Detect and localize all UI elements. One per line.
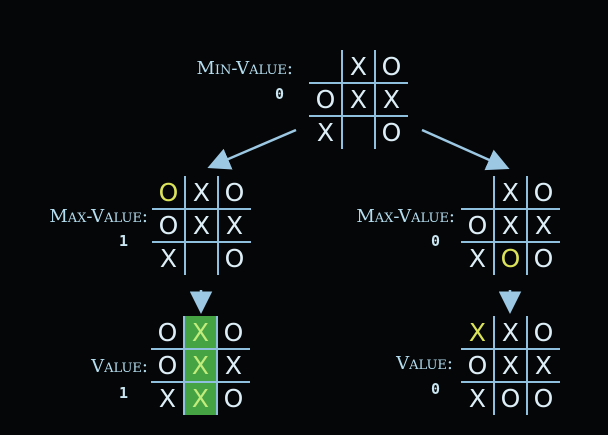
grid-line-horizontal — [152, 241, 251, 243]
root-cell-8: O — [381, 118, 402, 147]
root-cell-0 — [309, 50, 342, 83]
root-cell-2: O — [381, 52, 402, 81]
grid-line-horizontal — [152, 208, 251, 210]
grid-line-vertical — [374, 50, 376, 149]
arrow-root-to-left — [207, 128, 297, 170]
left-leaf-value: 1 — [118, 384, 128, 402]
right-cell-5: X — [534, 211, 553, 240]
root-cell-6: X — [316, 118, 335, 147]
left-leaf-cell-8: O — [223, 384, 244, 413]
left-leaf-cell-5: X — [224, 351, 243, 380]
grid-line-horizontal — [309, 115, 408, 117]
left-cell-0: O — [158, 178, 179, 207]
left-cell-1: X — [192, 178, 211, 207]
right-leaf-cell-5: X — [534, 351, 553, 380]
right-leaf-cell-2: O — [533, 318, 554, 347]
left-cell-3: O — [158, 211, 179, 240]
right-cell-6: X — [468, 244, 487, 273]
right-label: Max-Value: — [356, 206, 455, 227]
left-leaf-cell-3: O — [157, 351, 178, 380]
grid-line-vertical — [493, 176, 495, 275]
grid-line-horizontal — [461, 348, 560, 350]
left-leaf-cell-1: X — [184, 316, 217, 349]
root-cell-1: X — [349, 52, 368, 81]
left-leaf-cell-2: O — [223, 318, 244, 347]
right-leaf-cell-8: O — [533, 384, 554, 413]
right-leaf-value: 0 — [430, 380, 440, 398]
left-cell-4: X — [192, 211, 211, 240]
left-cell-6: X — [159, 244, 178, 273]
grid-line-vertical — [526, 176, 528, 275]
left-label: Max-Value: — [49, 206, 148, 227]
right-cell-2: O — [533, 178, 554, 207]
grid-line-horizontal — [151, 381, 250, 383]
grid-line-horizontal — [461, 208, 560, 210]
right-leaf-cell-4: X — [501, 351, 520, 380]
left-value: 1 — [118, 232, 128, 250]
left-leaf-cell-7: X — [184, 382, 217, 415]
grid-line-vertical — [216, 316, 218, 415]
root-cell-3: O — [315, 85, 336, 114]
grid-line-horizontal — [151, 348, 250, 350]
left-leaf-label: Value: — [91, 356, 148, 377]
root-cell-7 — [342, 116, 375, 149]
right-leaf-cell-6: X — [468, 384, 487, 413]
left-cell-5: X — [225, 211, 244, 240]
root-label: Min-Value: — [196, 58, 293, 79]
left-cell-2: O — [224, 178, 245, 207]
right-leaf-cell-3: O — [467, 351, 488, 380]
arrow-root-to-right — [421, 128, 510, 171]
left-leaf-cell-0: O — [157, 318, 178, 347]
right-cell-8: O — [533, 244, 554, 273]
left-leaf-cell-4: X — [184, 349, 217, 382]
grid-line-vertical — [183, 316, 185, 415]
right-leaf-cell-7: O — [500, 384, 521, 413]
right-cell-3: O — [467, 211, 488, 240]
right-leaf-label: Value: — [396, 353, 453, 374]
grid-line-vertical — [184, 176, 186, 275]
root-cell-5: X — [382, 85, 401, 114]
left-leaf-cell-6: X — [158, 384, 177, 413]
right-leaf-cell-0: X — [468, 318, 487, 347]
grid-line-vertical — [217, 176, 219, 275]
root-value: 0 — [274, 85, 284, 103]
right-leaf-cell-1: X — [501, 318, 520, 347]
grid-line-horizontal — [461, 241, 560, 243]
root-cell-4: X — [349, 85, 368, 114]
right-cell-4: X — [501, 211, 520, 240]
grid-line-vertical — [493, 316, 495, 415]
right-cell-1: X — [501, 178, 520, 207]
right-cell-0 — [461, 176, 494, 209]
grid-line-vertical — [526, 316, 528, 415]
grid-line-vertical — [341, 50, 343, 149]
grid-line-horizontal — [461, 381, 560, 383]
grid-line-horizontal — [309, 82, 408, 84]
right-cell-7: O — [500, 244, 521, 273]
left-cell-7 — [185, 242, 218, 275]
left-cell-8: O — [224, 244, 245, 273]
right-value: 0 — [430, 232, 440, 250]
